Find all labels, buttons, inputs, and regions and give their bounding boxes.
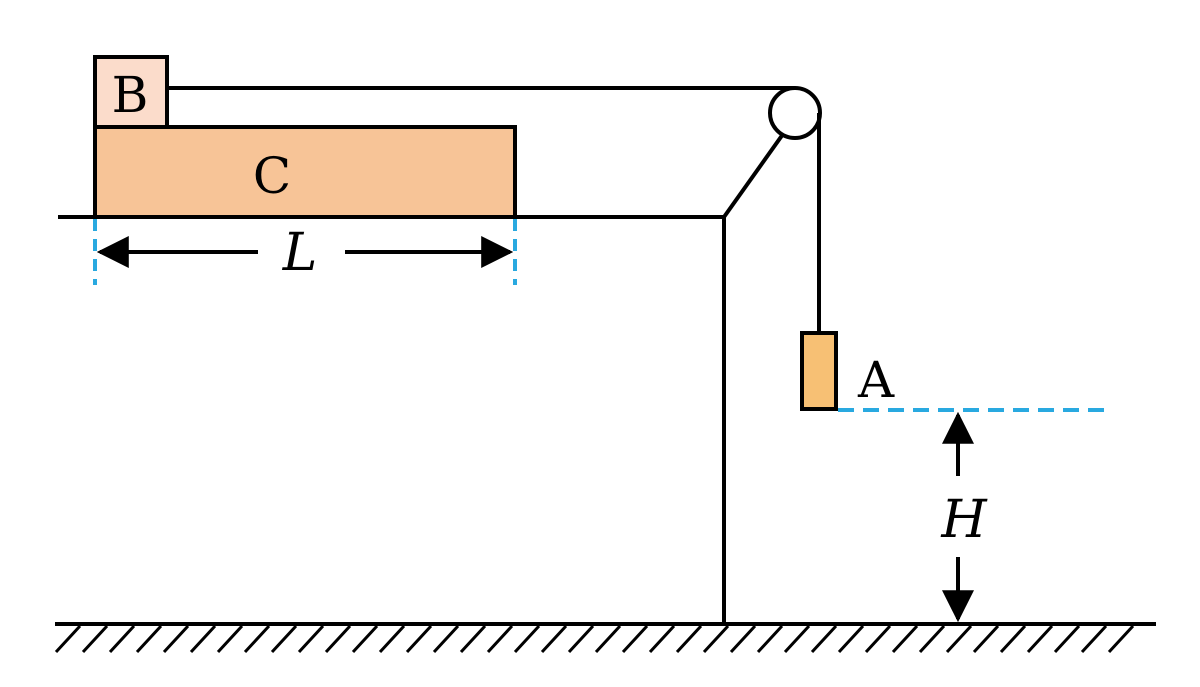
ground-hatch-mark — [999, 624, 1027, 654]
ground-hatch-mark — [351, 624, 379, 654]
ground-hatch-mark — [891, 624, 919, 654]
block-a-label: A — [857, 351, 895, 409]
ground-hatch-mark — [621, 624, 649, 654]
ground-hatch-mark — [972, 624, 1000, 654]
plank-c-label: C — [253, 147, 291, 205]
ground-hatch-mark — [1107, 624, 1135, 654]
ground-hatch-mark — [540, 624, 568, 654]
ground-hatch-mark — [513, 624, 541, 654]
ground-hatch-mark — [189, 624, 217, 654]
ground-hatch-mark — [1026, 624, 1054, 654]
ground-hatch-mark — [216, 624, 244, 654]
ground-hatch-mark — [729, 624, 757, 654]
ground-hatch-mark — [810, 624, 838, 654]
block-b-label: B — [112, 66, 149, 124]
ground-hatch-mark — [783, 624, 811, 654]
ground-hatch-mark — [837, 624, 865, 654]
ground-hatch-mark — [864, 624, 892, 654]
ground-hatch-mark — [297, 624, 325, 654]
ground-hatch-mark — [918, 624, 946, 654]
ground-hatch-mark — [108, 624, 136, 654]
ground-hatch-mark — [270, 624, 298, 654]
ground-hatch-mark — [135, 624, 163, 654]
ground-hatch-mark — [324, 624, 352, 654]
ground-hatch-mark — [567, 624, 595, 654]
ground-hatch-mark — [1053, 624, 1081, 654]
ground-hatch-mark — [1080, 624, 1108, 654]
ground-hatch-mark — [54, 624, 82, 654]
ground-hatch-mark — [945, 624, 973, 654]
length-label: L — [282, 223, 318, 283]
pulley — [768, 86, 822, 140]
ground — [54, 622, 1156, 654]
ground-hatch-mark — [81, 624, 109, 654]
ground-hatch-mark — [459, 624, 487, 654]
ground-hatch-mark — [405, 624, 433, 654]
height-label: H — [940, 490, 988, 550]
plank-c — [93, 125, 517, 219]
ground-hatch-mark — [486, 624, 514, 654]
ground-hatch-mark — [594, 624, 622, 654]
ground-hatch-mark — [378, 624, 406, 654]
ground-hatch-mark — [162, 624, 190, 654]
ground-hatch-mark — [432, 624, 460, 654]
block-a — [800, 331, 838, 411]
ground-hatch-mark — [243, 624, 271, 654]
ground-hatch-mark — [648, 624, 676, 654]
ground-hatch-mark — [675, 624, 703, 654]
ground-hatch-mark — [756, 624, 784, 654]
block-b — [93, 55, 169, 129]
ground-hatch-mark — [702, 624, 730, 654]
